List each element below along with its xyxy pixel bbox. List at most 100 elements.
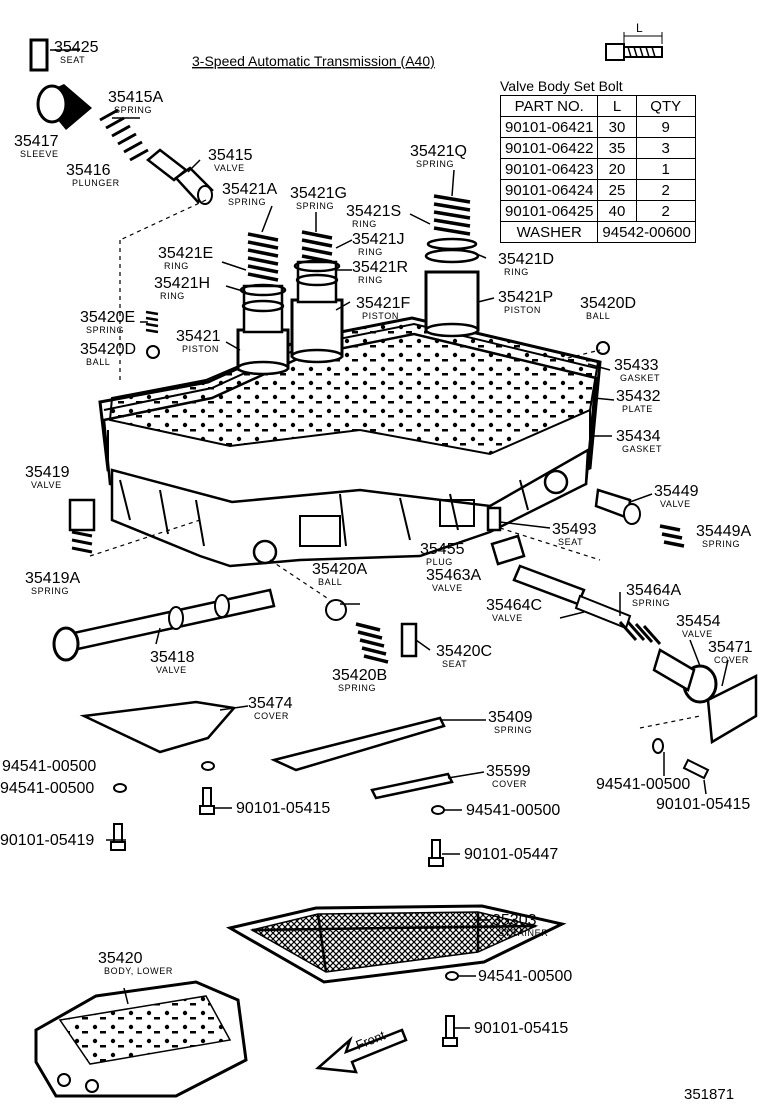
part-name-label: GASKET xyxy=(620,373,660,383)
part-name-label: PISTON xyxy=(504,305,541,315)
part-number-label: 94541-00500 xyxy=(478,968,572,985)
cover-35474 xyxy=(79,700,237,754)
cell-qty: 2 xyxy=(635,179,696,201)
leader-lines xyxy=(50,49,729,1029)
part-number-label: 35416 xyxy=(66,162,111,179)
part-number-label: 90101-05419 xyxy=(0,832,94,849)
part-number-label: 35421J xyxy=(352,231,405,248)
part-number-label: 35419A xyxy=(25,570,80,587)
part-number-label: 35420E xyxy=(80,309,135,326)
piston-35421 xyxy=(236,283,290,376)
part-number-label: 35421D xyxy=(498,251,554,268)
part-number-label: 90101-05415 xyxy=(236,800,330,817)
part-name-label: BODY, LOWER xyxy=(104,966,173,976)
part-name-label: BALL xyxy=(86,357,110,367)
part-number-label: 35433 xyxy=(614,357,659,374)
part-name-label: RING xyxy=(352,219,377,229)
spring-35421q xyxy=(433,194,471,236)
front-arrow-icon: Front xyxy=(315,1027,408,1074)
cell-part: 90101-06421 xyxy=(499,116,599,138)
part-name-label: VALVE xyxy=(156,665,187,675)
spring-35409 xyxy=(270,716,446,772)
part-number-label: 35421 xyxy=(176,328,221,345)
part-name-label: SPRING xyxy=(632,598,670,608)
bolt-90101-05415-a xyxy=(199,787,215,815)
part-name-label: SEAT xyxy=(442,659,467,669)
washer-5 xyxy=(445,971,459,981)
seat-35493 xyxy=(486,506,502,532)
cell-qty: 9 xyxy=(635,116,696,138)
part-number-label: 35599 xyxy=(486,763,531,780)
ball-35420d-right xyxy=(596,341,610,355)
cell-length: 25 xyxy=(597,179,637,201)
part-number-label: 35420C xyxy=(436,643,492,660)
part-number-label: 94541-00500 xyxy=(2,758,96,775)
part-name-label: SEAT xyxy=(60,55,85,65)
part-name-label: SPRING xyxy=(296,201,334,211)
part-number-label: 35454 xyxy=(676,613,721,630)
table-header-row: PART NO. L QTY xyxy=(499,95,696,117)
dimension-l-label: L xyxy=(636,21,643,35)
part-name-label: RING xyxy=(164,261,189,271)
table-row: 90101-06425 40 2 xyxy=(499,200,696,222)
part-number-label: 35493 xyxy=(552,521,597,538)
page-number: 351871 xyxy=(684,1086,735,1103)
bolt-90101-05415-b xyxy=(682,758,710,780)
part-name-label: SPRING xyxy=(86,325,124,335)
spring-35420e xyxy=(145,310,159,334)
cell-part: 90101-06422 xyxy=(499,137,599,159)
bolt-90101-05419 xyxy=(110,823,126,851)
sleeve-35417 xyxy=(36,84,92,130)
table-caption: Valve Body Set Bolt xyxy=(500,78,623,94)
part-number-label: 94541-00500 xyxy=(0,780,94,797)
part-name-label: VALVE xyxy=(432,583,463,593)
alignment-lines xyxy=(89,199,701,729)
part-name-label: RING xyxy=(504,267,529,277)
part-number-label: 35421A xyxy=(222,181,277,198)
part-name-label: PISTON xyxy=(362,311,399,321)
part-number-label: 35464C xyxy=(486,597,542,614)
cover-35471 xyxy=(706,673,758,745)
part-number-label: 35419 xyxy=(25,464,70,481)
washer-2 xyxy=(113,783,127,793)
spring-35464a xyxy=(618,621,662,645)
part-number-label: 35449 xyxy=(654,483,699,500)
part-number-label: 35421P xyxy=(498,289,553,306)
part-callouts: 35425SEAT35415ASPRING35417SLEEVE35416PLU… xyxy=(0,39,753,1037)
washer-1 xyxy=(201,761,215,771)
cell-length: 40 xyxy=(597,200,637,222)
spring-35420b xyxy=(355,622,389,664)
part-number-label: 35474 xyxy=(248,695,293,712)
part-number-label: 35418 xyxy=(150,649,195,666)
part-name-label: VALVE xyxy=(214,163,245,173)
part-number-label: 94541-00500 xyxy=(466,802,560,819)
cover-35599 xyxy=(370,772,454,800)
valve-35449 xyxy=(594,488,641,525)
part-number-label: 90101-05447 xyxy=(464,846,558,863)
part-name-label: RING xyxy=(358,247,383,257)
part-number-label: 35417 xyxy=(14,133,59,150)
spring-35449a xyxy=(659,524,685,548)
part-number-label: 35421R xyxy=(352,259,408,276)
part-number-label: 35449A xyxy=(696,523,751,540)
part-name-label: GASKET xyxy=(622,444,662,454)
part-name-label: COVER xyxy=(492,779,527,789)
valve-35418 xyxy=(52,588,276,662)
washer-part-number: 94542-00600 xyxy=(597,221,696,243)
part-number-label: 35420D xyxy=(80,341,136,358)
header-l: L xyxy=(597,95,637,117)
part-name-label: PLATE xyxy=(622,404,653,414)
cell-length: 30 xyxy=(597,116,637,138)
part-name-label: VALVE xyxy=(660,499,691,509)
part-name-label: VALVE xyxy=(31,480,62,490)
part-name-label: COVER xyxy=(714,655,749,665)
part-number-label: 35421S xyxy=(346,203,401,220)
spring-35421a xyxy=(247,232,279,282)
cell-qty: 1 xyxy=(635,158,696,180)
part-name-label: PISTON xyxy=(182,344,219,354)
part-number-label: 35420A xyxy=(312,561,367,578)
valve-35419 xyxy=(68,498,96,532)
part-number-label: 35415A xyxy=(108,89,163,106)
cell-length: 35 xyxy=(597,137,637,159)
strainer-35303 xyxy=(225,904,567,984)
